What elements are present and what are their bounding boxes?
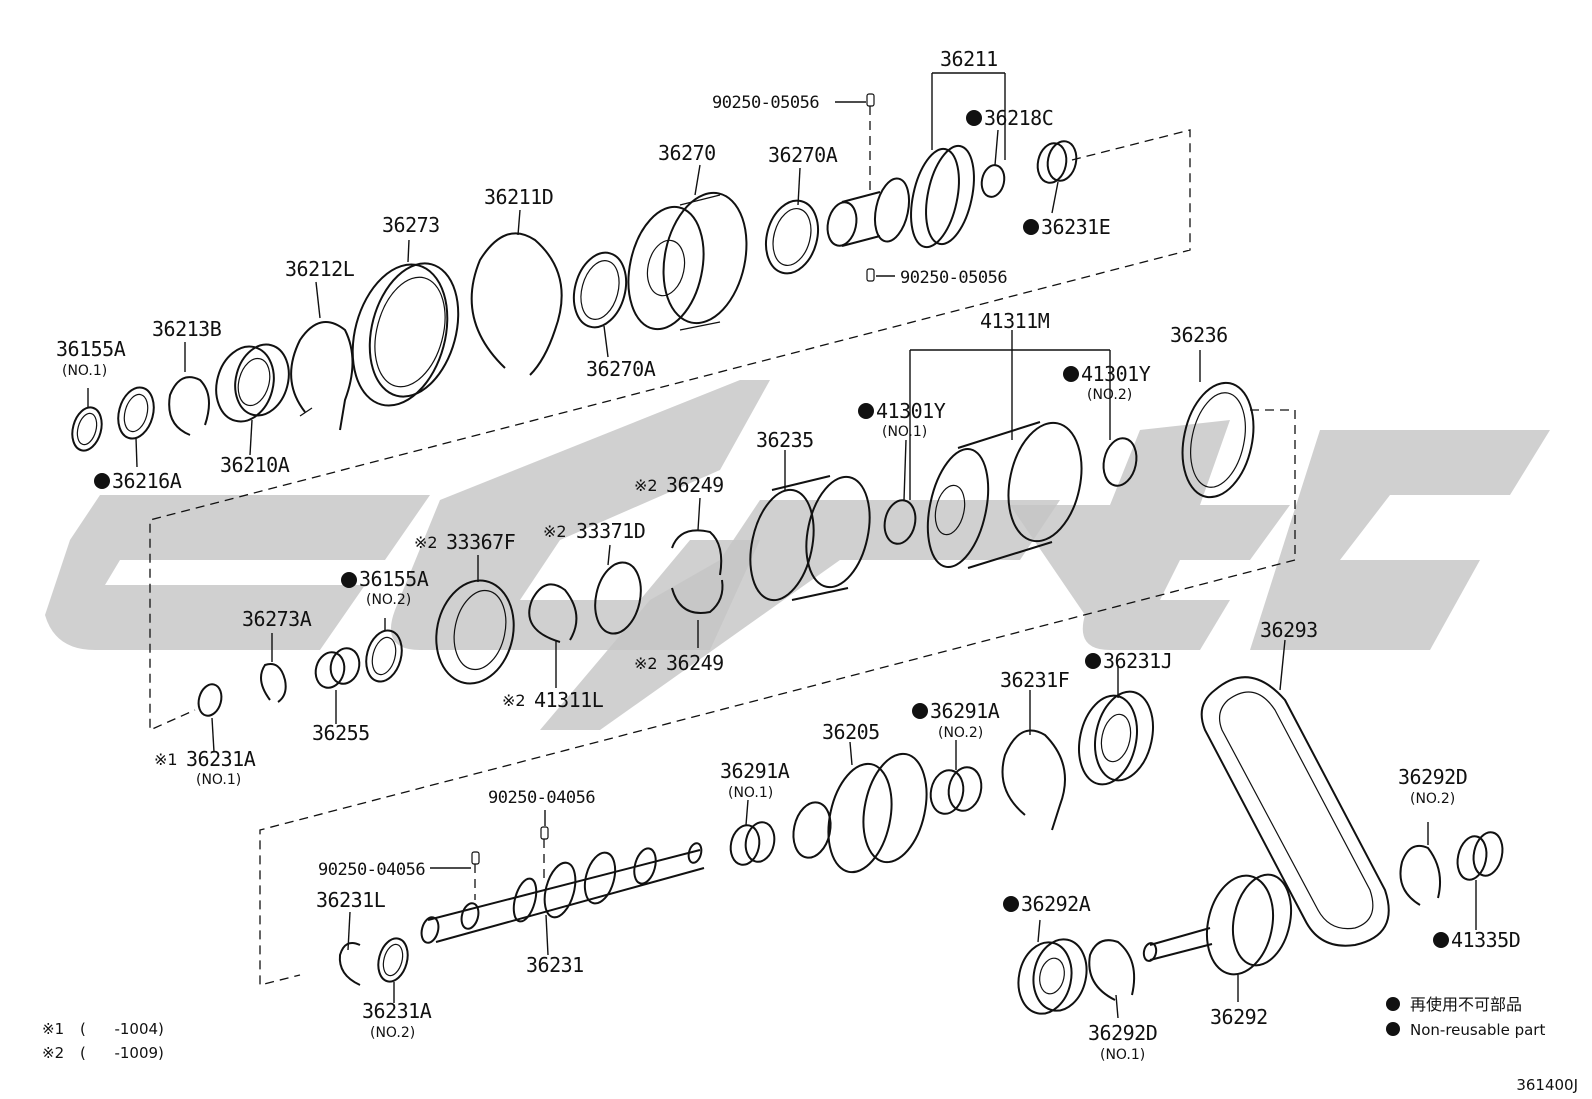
label-36293: 36293 bbox=[1260, 618, 1318, 642]
label-36205: 36205 bbox=[822, 720, 880, 744]
label-36231: 36231 bbox=[526, 953, 584, 977]
label-36231A-no1-sub: (NO.1) bbox=[196, 772, 241, 788]
marker-41301Y-2 bbox=[1063, 366, 1079, 382]
marker-36291A-2 bbox=[912, 703, 928, 719]
label-36292: 36292 bbox=[1210, 1005, 1268, 1029]
footnote-2-mark: ※2 bbox=[42, 1044, 64, 1062]
footnotes: ※1 ( -1004) ※2 ( -1009) bbox=[42, 1020, 164, 1062]
footnote-2-range: ( -1009) bbox=[80, 1044, 164, 1062]
label-36291A-no1: 36291A bbox=[720, 759, 790, 783]
marker-36231J bbox=[1085, 653, 1101, 669]
label-36155A-no2-sub: (NO.2) bbox=[366, 592, 411, 608]
label-41301Y-no2: 41301Y bbox=[1081, 362, 1151, 386]
label-36292D-no1-sub: (NO.1) bbox=[1100, 1047, 1145, 1063]
diagram-code: 361400J bbox=[1516, 1076, 1578, 1094]
label-36255: 36255 bbox=[312, 721, 370, 745]
label-36211D: 36211D bbox=[484, 185, 553, 209]
marker-36216A bbox=[94, 473, 110, 489]
label-36292D-no1: 36292D bbox=[1088, 1021, 1157, 1045]
footnote-1-range: ( -1004) bbox=[80, 1020, 164, 1038]
legend-text-jp: 再使用不可部品 bbox=[1410, 995, 1522, 1014]
watermark-logo bbox=[45, 380, 1550, 730]
label-36218C: 36218C bbox=[984, 106, 1053, 130]
label-36231A-no2-sub: (NO.2) bbox=[370, 1025, 415, 1041]
label-36216A: 36216A bbox=[112, 469, 182, 493]
legend-dot-jp bbox=[1386, 997, 1400, 1011]
label-36212L: 36212L bbox=[285, 257, 355, 281]
label-36249-top: 36249 bbox=[666, 473, 724, 497]
label-36231J: 36231J bbox=[1103, 649, 1172, 673]
label-36231A-no1: 36231A bbox=[186, 747, 256, 771]
label-36270A-bottom: 36270A bbox=[586, 357, 656, 381]
label-90250-04056-upper: 90250-04056 bbox=[488, 788, 595, 808]
marker-41301Y-1 bbox=[858, 403, 874, 419]
marker-36231E bbox=[1023, 219, 1039, 235]
label-36292D-no2: 36292D bbox=[1398, 765, 1467, 789]
label-36155A-no1-sub: (NO.1) bbox=[62, 363, 107, 379]
group-outlines bbox=[149, 129, 1296, 986]
label-36155A-no1: 36155A bbox=[56, 337, 126, 361]
label-36292A: 36292A bbox=[1021, 892, 1091, 916]
non-reusable-markers bbox=[94, 110, 1449, 1036]
marker-36155A-2 bbox=[341, 572, 357, 588]
label-36231L: 36231L bbox=[316, 888, 386, 912]
legend: 再使用不可部品 Non-reusable part bbox=[1410, 995, 1545, 1039]
label-90250-04056-lower: 90250-04056 bbox=[318, 860, 425, 880]
label-36270: 36270 bbox=[658, 141, 716, 165]
label-41301Y-no2-sub: (NO.2) bbox=[1087, 387, 1132, 403]
label-36249-top-mark: ※2 bbox=[634, 476, 658, 495]
label-36249-bottom-mark: ※2 bbox=[634, 654, 658, 673]
label-33371D: 33371D bbox=[576, 519, 645, 543]
leader-lines bbox=[87, 72, 1477, 1019]
label-36211: 36211 bbox=[940, 47, 998, 71]
marker-36218C bbox=[966, 110, 982, 126]
label-36291A-no2: 36291A bbox=[930, 699, 1000, 723]
label-33367F: 33367F bbox=[446, 530, 515, 554]
label-36210A: 36210A bbox=[220, 453, 290, 477]
label-41301Y-no1-sub: (NO.1) bbox=[882, 424, 927, 440]
label-33367F-mark: ※2 bbox=[414, 533, 438, 552]
legend-dot-en bbox=[1386, 1022, 1400, 1036]
label-36291A-no1-sub: (NO.1) bbox=[728, 785, 773, 801]
label-33371D-mark: ※2 bbox=[543, 522, 567, 541]
label-36273A: 36273A bbox=[242, 607, 312, 631]
label-36231A-no2: 36231A bbox=[362, 999, 432, 1023]
marker-36292A bbox=[1003, 896, 1019, 912]
label-36231E: 36231E bbox=[1041, 215, 1110, 239]
label-41311L-mark: ※2 bbox=[502, 691, 526, 710]
label-36292D-no2-sub: (NO.2) bbox=[1410, 791, 1455, 807]
label-41301Y-no1: 41301Y bbox=[876, 399, 946, 423]
part-labels: 36211 90250-05056 36218C 36270 36270A 36… bbox=[56, 47, 1521, 1063]
label-41335D: 41335D bbox=[1451, 928, 1520, 952]
label-36249-bottom: 36249 bbox=[666, 651, 724, 675]
label-36236: 36236 bbox=[1170, 323, 1228, 347]
label-36235: 36235 bbox=[756, 428, 814, 452]
label-36291A-no2-sub: (NO.2) bbox=[938, 725, 983, 741]
part-drawings bbox=[71, 93, 1504, 1015]
marker-41335D bbox=[1433, 932, 1449, 948]
legend-text-en: Non-reusable part bbox=[1410, 1021, 1545, 1039]
label-36231A-no1-mark: ※1 bbox=[154, 750, 178, 769]
label-36273: 36273 bbox=[382, 213, 440, 237]
label-36213B: 36213B bbox=[152, 317, 222, 341]
footnote-1-mark: ※1 bbox=[42, 1020, 64, 1038]
label-36270A-top: 36270A bbox=[768, 143, 838, 167]
label-36231F: 36231F bbox=[1000, 668, 1069, 692]
label-90250-05056-top: 90250-05056 bbox=[712, 93, 819, 113]
label-90250-05056-bottom: 90250-05056 bbox=[900, 268, 1007, 288]
label-41311L: 41311L bbox=[534, 688, 604, 712]
label-41311M: 41311M bbox=[980, 309, 1050, 333]
label-36155A-no2: 36155A bbox=[359, 567, 429, 591]
